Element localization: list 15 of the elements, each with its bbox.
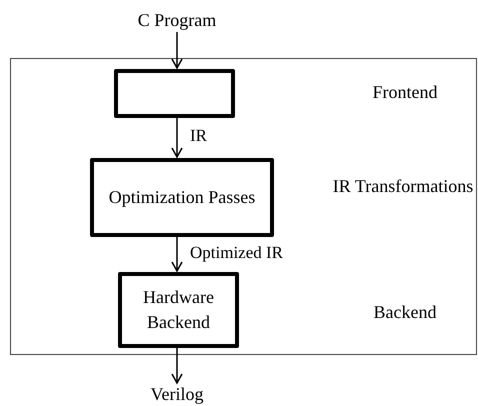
arrow bbox=[171, 117, 183, 158]
box-label: Optimization Passes bbox=[108, 186, 256, 209]
process-box bbox=[114, 69, 235, 118]
process-box bbox=[90, 158, 274, 237]
stage-label: Backend bbox=[372, 301, 438, 324]
io-label: C Program bbox=[138, 8, 216, 32]
arrow bbox=[171, 236, 183, 272]
arrow bbox=[171, 347, 183, 384]
box-label: Hardware Backend bbox=[142, 286, 215, 334]
arrow bbox=[171, 32, 183, 69]
process-box bbox=[118, 272, 239, 348]
stage-frame bbox=[10, 58, 477, 355]
io-label: Verilog bbox=[150, 382, 204, 406]
stage-label: Frontend bbox=[372, 81, 438, 104]
stage-label: IR Transformations bbox=[332, 175, 474, 198]
